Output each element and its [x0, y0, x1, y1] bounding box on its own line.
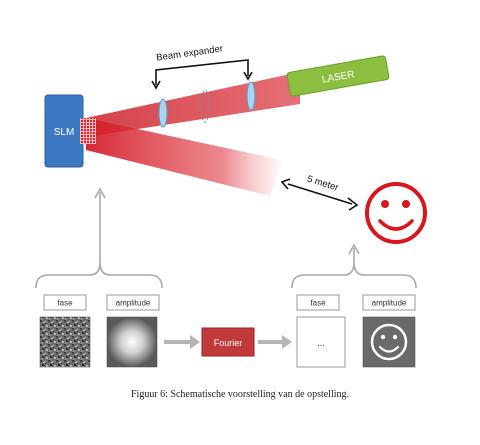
- beam-expander-lenses: [158, 81, 256, 128]
- amplitude-label-left: amplitude: [116, 299, 151, 308]
- left-labels: fase amplitude: [43, 294, 160, 311]
- slm-device: SLM: [44, 94, 96, 168]
- beam-expander-label: Beam expander: [156, 43, 224, 63]
- laser-beam-outgoing: [86, 118, 282, 196]
- unknown-phase-image: ...: [296, 316, 346, 368]
- fase-label-right: fase: [310, 299, 326, 308]
- right-brace: [291, 243, 417, 289]
- distance-indicator: 5 meter: [280, 174, 359, 211]
- left-brace: [35, 187, 163, 289]
- amplitude-label-right: amplitude: [372, 299, 407, 308]
- arrow-right-icon: [164, 335, 200, 349]
- smiley-face-icon: [365, 182, 427, 244]
- figure-caption: Figuur 6: Schematische voorstelling van …: [130, 389, 350, 400]
- fase-label-left: fase: [57, 299, 73, 308]
- slm-label: SLM: [54, 127, 75, 138]
- right-labels: fase amplitude: [296, 294, 416, 311]
- smiley-face-outline-icon: [362, 316, 416, 368]
- fourier-label: Fourier: [214, 338, 243, 348]
- laser-beam-incoming: [86, 72, 300, 137]
- fourier-transform-box: Fourier: [201, 327, 255, 357]
- beam-expander-bracket: Beam expander: [151, 43, 253, 90]
- laser-source: LASER: [286, 55, 390, 97]
- unknown-phase-label: ...: [317, 338, 325, 348]
- amplitude-gaussian-image: [106, 316, 158, 368]
- phase-noise-image: [39, 316, 91, 368]
- arrow-right-icon: [258, 335, 292, 349]
